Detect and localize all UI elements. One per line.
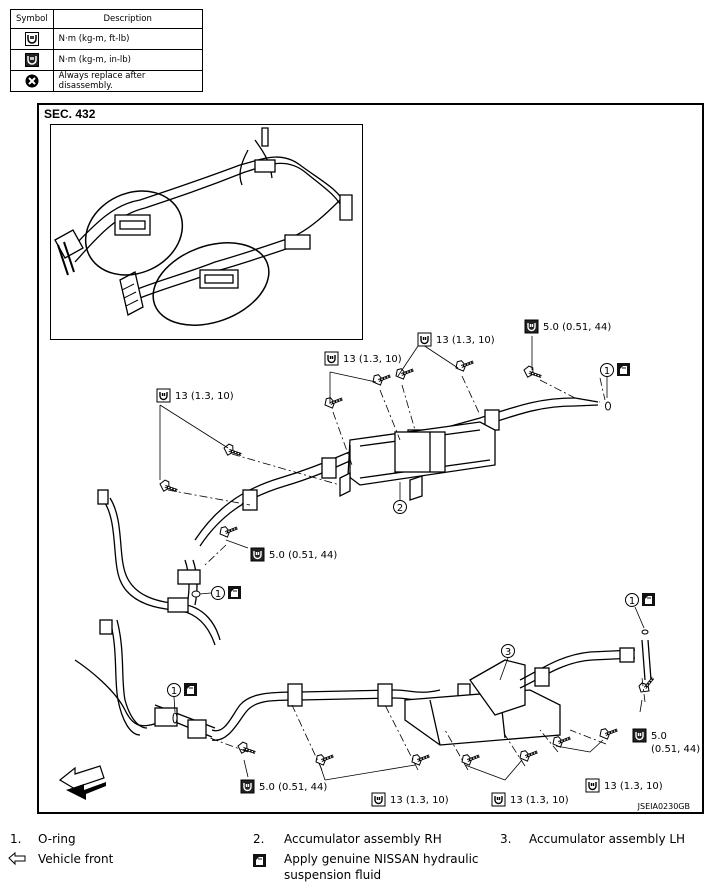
callout-o-ring: 1 [171,686,177,697]
inset-drawing [54,127,353,326]
callout-accumulator-lh: 3 [505,647,511,658]
callout-o-ring: 1 [215,589,221,600]
legend-accumulator-lh: Accumulator assembly LH [529,832,686,846]
torque-label: 13 (1.3, 10) [390,795,449,806]
symbol-row-replace: Always replace after disassembly. [52,70,203,92]
always-replace-icon [25,74,39,88]
callout-accumulator-rh: 2 [397,503,403,514]
vehicle-front-arrow-icon [58,765,106,800]
rh-pipe-assembly [97,397,599,646]
torque-wrench-small-icon [24,53,39,67]
legend-num-2: 2. [253,832,265,846]
torque-label: 5.0 (0.51, 44) [259,782,327,793]
figure-code: JSEIA0230GB [637,802,690,811]
dash-lines [167,375,646,771]
overview-inset [50,124,363,340]
symbol-table: Symbol Description N·m (kg-m, ft-lb) N·m… [10,9,203,92]
fluid-icon [252,853,267,868]
torque-label: 13 (1.3, 10) [604,781,663,792]
torque-label: 13 (1.3, 10) [436,335,495,346]
legend-vehicle-front: Vehicle front [38,852,114,866]
legend-accumulator-rh: Accumulator assembly RH [284,832,442,846]
callouts: 1 1 1 1 2 3 [167,362,656,713]
torque-label: 13 (1.3, 10) [175,391,234,402]
legend-fluid-line2: suspension fluid [284,868,382,882]
torque-label-value: 5.0 [651,731,667,742]
torque-label-units: (0.51, 44) [651,744,700,755]
legend-o-ring: O-ring [38,832,76,846]
vehicle-front-icon [8,851,26,866]
torque-label: 5.0 (0.51, 44) [543,322,611,333]
torque-wrench-icon [24,32,39,46]
o-rings [172,401,649,724]
torque-label: 13 (1.3, 10) [510,795,569,806]
lh-pipe-assembly [74,619,652,746]
section-label: SEC. 432 [44,107,96,121]
callout-o-ring: 1 [629,596,635,607]
torque-labels: 13 (1.3, 10) 13 (1.3, 10) 13 (1.3, 10) 5… [156,319,700,807]
torque-label: 13 (1.3, 10) [343,354,402,365]
torque-label: 5.0 (0.51, 44) [269,550,337,561]
callout-o-ring: 1 [604,366,610,377]
legend-num-3: 3. [500,832,512,846]
legend-fluid-line1: Apply genuine NISSAN hydraulic [284,852,479,866]
diagram-frame [37,103,704,814]
leader-lines [159,336,643,781]
legend-num-1: 1. [10,832,22,846]
